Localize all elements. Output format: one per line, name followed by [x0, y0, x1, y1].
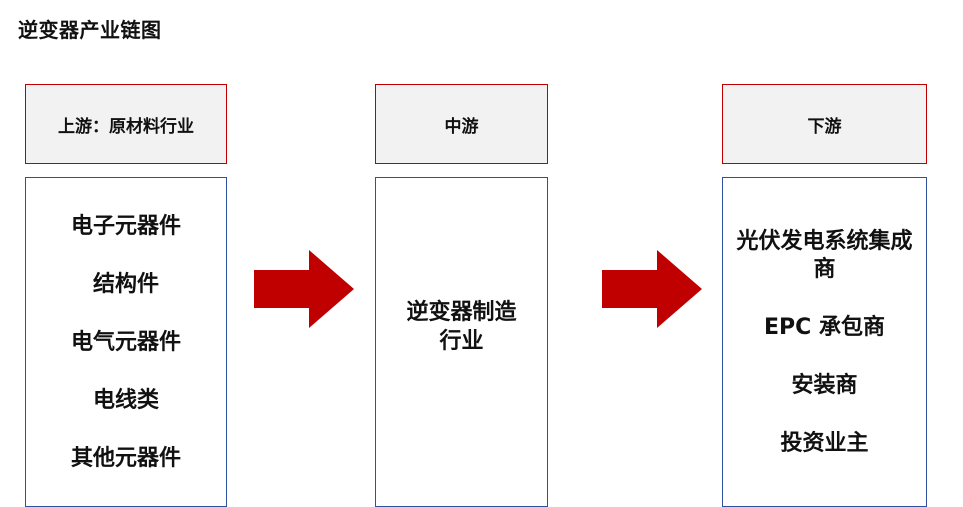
upstream-header-label: 上游：原材料行业 — [58, 116, 194, 137]
upstream-item: 结构件 — [92, 272, 159, 297]
arrow-right-icon — [254, 250, 354, 328]
downstream-item: EPC 承包商 — [764, 315, 885, 340]
midstream-header-label: 中游 — [444, 116, 479, 137]
downstream-header-label: 下游 — [807, 116, 842, 137]
upstream-item: 电气元器件 — [70, 330, 181, 355]
downstream-header: 下游 — [722, 84, 927, 164]
upstream-header: 上游：原材料行业 — [25, 84, 227, 164]
upstream-list: 电子元器件 结构件 电气元器件 电线类 其他元器件 — [25, 177, 227, 507]
arrow-shape — [602, 250, 702, 328]
downstream-item: 投资业主 — [780, 431, 869, 456]
arrow-shape — [254, 250, 354, 328]
midstream-list: 逆变器制造行业 — [375, 177, 548, 507]
downstream-item: 安装商 — [791, 373, 858, 398]
arrow-right-icon — [602, 250, 702, 328]
downstream-list: 光伏发电系统集成商 EPC 承包商 安装商 投资业主 — [722, 177, 927, 507]
upstream-item: 其他元器件 — [70, 446, 181, 471]
upstream-item: 电子元器件 — [70, 214, 181, 239]
upstream-item: 电线类 — [92, 388, 159, 413]
midstream-header: 中游 — [375, 84, 548, 164]
diagram-title: 逆变器产业链图 — [18, 18, 162, 42]
midstream-item: 逆变器制造行业 — [406, 300, 517, 354]
downstream-item: 光伏发电系统集成商 — [736, 229, 913, 282]
